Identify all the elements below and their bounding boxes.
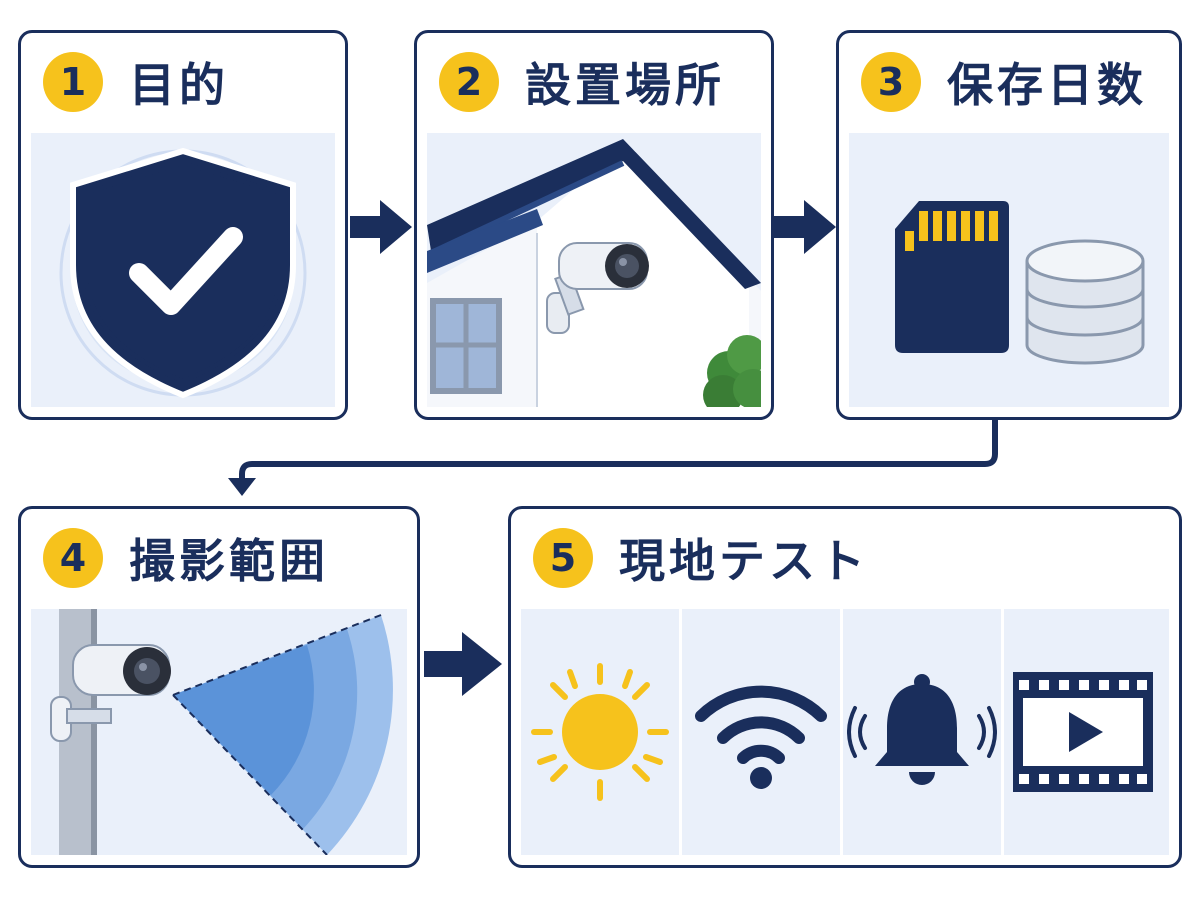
arrow-right-icon — [350, 200, 412, 254]
divider — [840, 609, 843, 855]
step-title: 撮影範囲 — [129, 534, 329, 588]
step-card-4: 4 撮影範囲 — [18, 506, 420, 868]
step-card-1: 1 目的 — [18, 30, 348, 420]
step-number-badge: 1 — [43, 52, 103, 112]
sd-card-icon — [895, 201, 1009, 353]
divider — [1001, 609, 1004, 855]
step-number-badge: 3 — [861, 52, 921, 112]
step-title: 目的 — [129, 58, 229, 112]
step-illustration-1 — [31, 133, 335, 407]
step-card-5: 5 現地テスト — [508, 506, 1182, 868]
test-cell-wifi — [682, 609, 840, 855]
arrow-right-icon — [774, 200, 836, 254]
test-cell-sun — [521, 609, 679, 855]
wifi-icon — [695, 685, 827, 789]
arrow-right-icon — [424, 632, 502, 696]
camera-coverage-icon — [50, 609, 393, 855]
test-cell-video — [1004, 609, 1162, 855]
step-number-badge: 5 — [533, 528, 593, 588]
step-title: 現地テスト — [619, 534, 869, 588]
step-header-3: 3 保存日数 — [839, 33, 1179, 131]
step-illustration-3 — [849, 133, 1169, 407]
step-header-5: 5 現地テスト — [511, 509, 1179, 607]
step-illustration-5 — [521, 609, 1169, 855]
step-number-badge: 2 — [439, 52, 499, 112]
divider — [679, 609, 682, 855]
connector-arrow-icon — [228, 420, 998, 496]
step-card-3: 3 保存日数 — [836, 30, 1182, 420]
test-cell-bell — [843, 609, 1001, 855]
step-header-2: 2 設置場所 — [417, 33, 771, 131]
database-icon — [1025, 239, 1145, 365]
step-illustration-4 — [31, 609, 407, 855]
storage-icons — [895, 201, 1145, 365]
step-header-4: 4 撮影範囲 — [21, 509, 417, 607]
step-card-2: 2 設置場所 — [414, 30, 774, 420]
step-illustration-2 — [427, 133, 761, 407]
bell-icon — [847, 674, 997, 785]
step-number-badge: 4 — [43, 528, 103, 588]
sun-icon — [531, 663, 669, 801]
shield-check-icon — [59, 147, 307, 399]
step-title: 設置場所 — [525, 58, 725, 112]
step-header-1: 1 目的 — [21, 33, 345, 131]
house-with-camera-icon — [427, 139, 761, 407]
step-title: 保存日数 — [947, 58, 1147, 112]
video-icon — [1013, 672, 1153, 792]
